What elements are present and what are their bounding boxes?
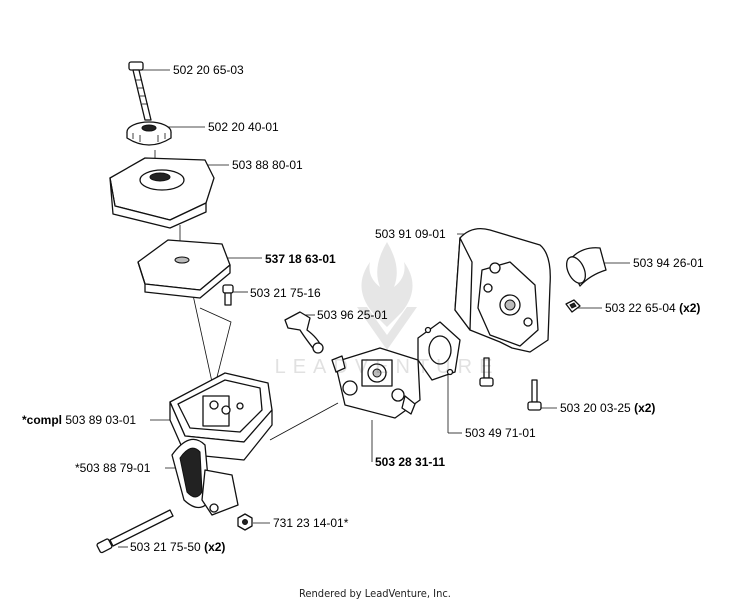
carburetor-gasket-part xyxy=(417,321,461,381)
mounting-bolt-part xyxy=(96,509,174,554)
part-label-503-89-03-01: *compl 503 89 03-01 xyxy=(22,413,137,427)
air-filter-cover-part xyxy=(109,157,215,229)
nut-part xyxy=(237,513,253,531)
short-screw-part xyxy=(222,284,234,306)
part-label-503-94-26-01: 503 94 26-01 xyxy=(633,256,704,270)
part-label-503-96-25-01: 503 96 25-01 xyxy=(317,308,388,322)
air-box-part xyxy=(169,372,273,461)
knob-nut-part xyxy=(126,121,172,146)
part-label-502-20-65-03: 502 20 65-03 xyxy=(173,63,244,77)
washer-part xyxy=(565,299,581,313)
part-label-502-20-40-01: 502 20 40-01 xyxy=(208,120,279,134)
watermark: LEADVENTURE xyxy=(262,232,512,382)
part-label-503-21-75-50: 503 21 75-50 (x2) xyxy=(130,540,226,554)
carburetor-part xyxy=(331,347,421,419)
intake-bracket-part xyxy=(454,227,551,353)
watermark-text: LEADVENTURE xyxy=(274,356,500,378)
part-label-503-88-80-01: 503 88 80-01 xyxy=(232,158,303,172)
air-filter-part xyxy=(137,239,231,299)
part-label-503-91-09-01: 503 91 09-01 xyxy=(375,227,446,241)
screw-part xyxy=(479,357,542,411)
intake-boot-part xyxy=(171,438,239,516)
part-label-503-21-75-16: 503 21 75-16 xyxy=(250,286,321,300)
part-label-503-28-31-11: 503 28 31-11 xyxy=(375,455,446,469)
part-label-503-49-71-01: 503 49 71-01 xyxy=(465,426,536,440)
throttle-link-part xyxy=(284,311,324,354)
part-label-503-88-79-01: *503 88 79-01 xyxy=(75,461,151,475)
part-label-503-20-03-25: 503 20 03-25 (x2) xyxy=(560,401,656,415)
part-label-503-22-65-04: 503 22 65-04 (x2) xyxy=(605,301,701,315)
watermark-logo-icon xyxy=(357,242,417,350)
long-bolt-part xyxy=(128,61,152,121)
grommet-part xyxy=(565,247,607,287)
footer-credit: Rendered by LeadVenture, Inc. xyxy=(299,587,451,600)
part-label-731-23-14-01: 731 23 14-01* xyxy=(273,516,349,530)
part-label-537-18-63-01: 537 18 63-01 xyxy=(265,252,336,266)
